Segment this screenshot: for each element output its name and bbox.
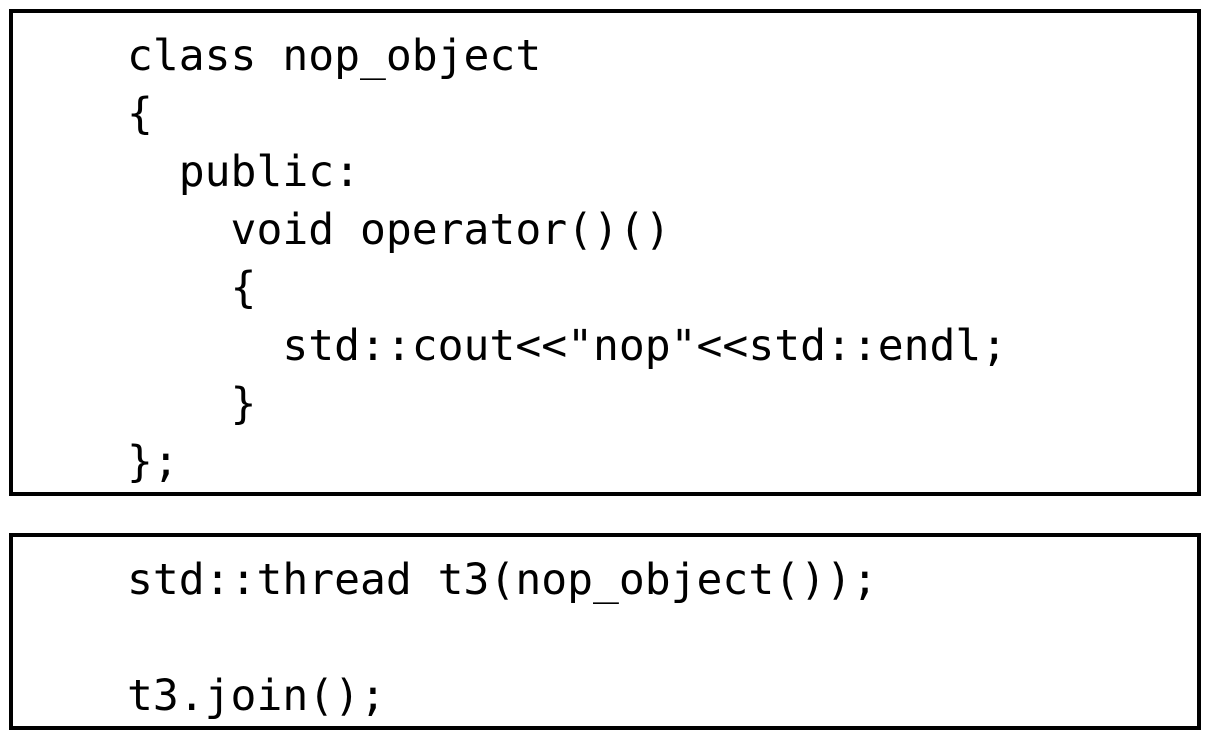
class-definition-code-box: class nop_object { public: void operator… [9,9,1201,496]
code-line-cout-statement: std::cout<<"nop"<<std::endl; [127,321,1008,371]
code-line-open-brace: { [127,89,153,139]
code-line-join: t3.join(); [127,671,386,721]
code-line-class-close: }; [127,437,179,487]
code-line-thread-construct: std::thread t3(nop_object()); [127,555,878,605]
code-line-method-open: { [127,263,257,313]
code-line-public: public: [127,147,360,197]
code-line-method-close: } [127,379,257,429]
code-line-operator-decl: void operator()() [127,205,671,255]
thread-usage-code-box: std::thread t3(nop_object()); t3.join(); [9,533,1201,730]
code-line-class-decl: class nop_object [127,31,542,81]
